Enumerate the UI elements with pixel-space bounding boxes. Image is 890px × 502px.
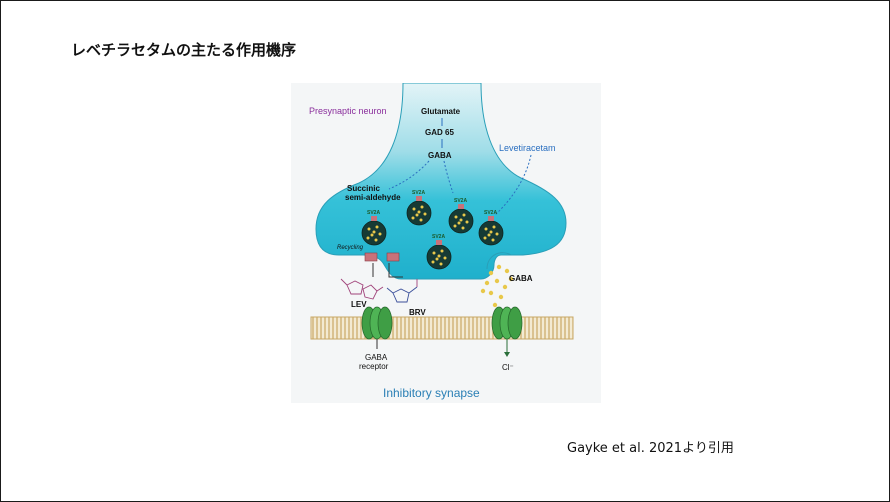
postsynaptic-membrane: [310, 316, 574, 340]
arrow-lev-sv2a: [494, 154, 532, 216]
lev-label: LEV: [351, 300, 367, 309]
synaptic-vesicles: SV2A SV2A SV2A SV2A SV2A: [361, 190, 504, 270]
recycling-site: [364, 252, 403, 278]
lev-molecule: [340, 278, 384, 300]
gaba-molecule: [502, 284, 508, 290]
gaba-molecule: [492, 302, 498, 308]
gaba-molecule: [488, 290, 494, 296]
vesicle: SV2A: [361, 210, 387, 246]
sv2a-label: SV2A: [432, 234, 445, 240]
gaba-release-label: GABA: [509, 274, 533, 283]
mechanism-diagram: Presynaptic neuron Glutamate GAD 65 GABA…: [291, 83, 601, 403]
recycling-label: Recycling: [337, 245, 364, 251]
brv-label: BRV: [409, 308, 426, 317]
levetiracetam-label: Levetiracetam: [499, 143, 556, 153]
vesicle: SV2A: [406, 190, 432, 226]
arrow-gaba-succinic: [388, 160, 430, 190]
brv-molecule: [386, 279, 418, 303]
vesicle: SV2A: [426, 234, 452, 270]
citation: Gayke et al. 2021より引用: [567, 441, 734, 456]
succinic-label-2: semi-aldehyde: [345, 193, 401, 202]
sv2a-label: SV2A: [484, 210, 497, 216]
vesicle: SV2A: [478, 210, 504, 246]
chloride-label: Cl⁻: [502, 363, 514, 372]
gaba-receptor-left: [361, 306, 393, 349]
slide-title: レベチラセタムの主たる作用機序: [71, 41, 297, 59]
release-site: [486, 252, 512, 270]
gaba-molecule: [480, 288, 486, 294]
presynaptic-label: Presynaptic neuron: [309, 106, 387, 116]
gaba-receptor-label-1: GABA: [365, 353, 388, 362]
synapse-title: Inhibitory synapse: [383, 386, 480, 400]
gaba-receptor-label-2: receptor: [359, 362, 389, 371]
gaba-molecule: [494, 278, 500, 284]
gaba-molecule: [484, 280, 490, 286]
glutamate-label: Glutamate: [421, 107, 461, 116]
gaba-molecule: [496, 264, 502, 270]
sv2a-label: SV2A: [367, 210, 380, 216]
gaba-molecule: [508, 276, 514, 282]
vesicle: SV2A: [448, 198, 474, 234]
gad65-label: GAD 65: [425, 128, 454, 137]
gaba-molecule: [504, 268, 510, 274]
sv2a-label: SV2A: [412, 190, 425, 196]
gaba-molecule: [488, 270, 494, 276]
sv2a-label: SV2A: [454, 198, 467, 204]
gaba-top-label: GABA: [428, 151, 452, 160]
released-gaba: [480, 264, 514, 308]
gaba-receptor-right: [491, 306, 523, 357]
succinic-label-1: Succinic: [347, 184, 380, 193]
gaba-molecule: [498, 294, 504, 300]
